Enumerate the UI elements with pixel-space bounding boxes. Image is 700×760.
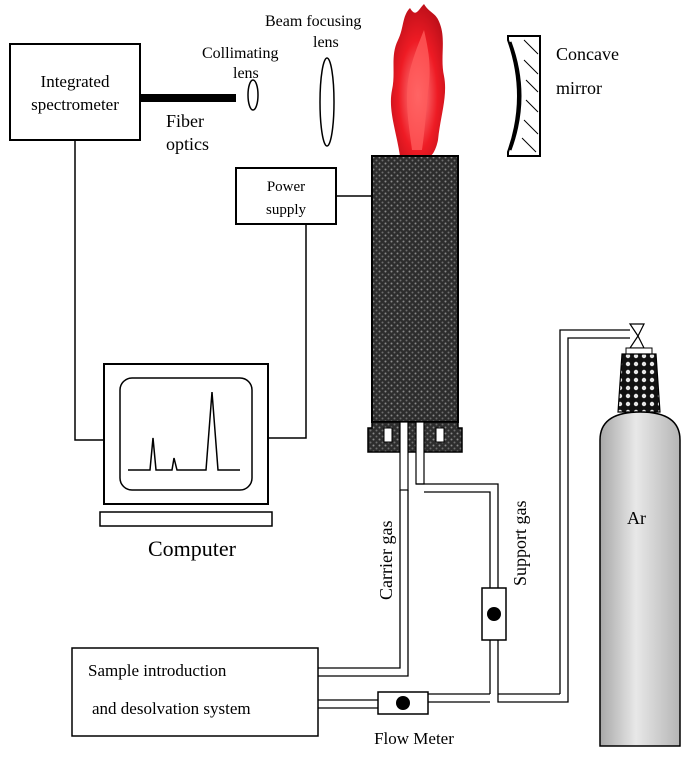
cylinder-body — [599, 411, 681, 747]
support-gas-inlet — [415, 421, 425, 485]
power-supply-label-1: Power — [267, 179, 305, 195]
collimating-lens — [247, 79, 259, 111]
spectrometer-label-2: spectrometer — [31, 95, 119, 114]
concave-mirror — [507, 35, 541, 157]
mirror-surface — [508, 41, 522, 151]
sample-system-label-1: Sample introduction — [88, 661, 227, 680]
computer-label: Computer — [148, 536, 237, 561]
flow-meter-icon — [377, 691, 429, 715]
gas-piping — [318, 329, 630, 709]
spectrometer-label-1: Integrated — [41, 72, 110, 91]
support-gas-label: Support gas — [510, 501, 530, 587]
spectrum-trace — [128, 391, 240, 471]
plasma-torch — [371, 155, 459, 423]
cylinder-neck — [617, 353, 661, 413]
torch-flange — [367, 421, 463, 453]
power-supply-label-2: supply — [266, 202, 307, 218]
flow-meter-label: Flow Meter — [374, 729, 454, 748]
argon-label: Ar — [627, 508, 646, 528]
support-flow-meter-icon — [481, 587, 507, 641]
beam-focusing-lens-label-1: Beam focusing — [265, 13, 361, 30]
gas-cylinder-icon: Ar — [599, 323, 681, 747]
fiber-optics-cable — [140, 94, 236, 102]
spectrometer-box — [9, 43, 141, 141]
beam-focusing-lens-label-2: lens — [313, 34, 339, 51]
collimating-lens-label-1: Collimating — [202, 45, 278, 62]
power-supply-box — [235, 167, 337, 225]
flame-core — [406, 30, 430, 150]
sample-system-label-2: and desolvation system — [92, 699, 251, 718]
keyboard — [99, 511, 273, 527]
computer-screen — [119, 377, 253, 491]
plasma-plume — [390, 4, 446, 156]
sample-system-box — [71, 647, 319, 737]
concave-mirror-label-2: mirror — [556, 78, 602, 98]
fiber-optics-label-1: Fiber — [166, 111, 204, 131]
collimating-lens-label-2: lens — [233, 65, 259, 82]
beam-focusing-lens — [319, 57, 335, 147]
concave-mirror-label-1: Concave — [556, 44, 619, 64]
carrier-gas-inlet — [399, 421, 409, 491]
spectrometer: Integrated spectrometer — [9, 43, 141, 141]
computer: Computer — [99, 363, 273, 561]
spectrometer-to-computer-wire — [74, 140, 104, 441]
carrier-gas-label: Carrier gas — [376, 521, 396, 600]
power-to-computer-wire — [268, 224, 307, 439]
fiber-optics-label-2: optics — [166, 134, 209, 154]
